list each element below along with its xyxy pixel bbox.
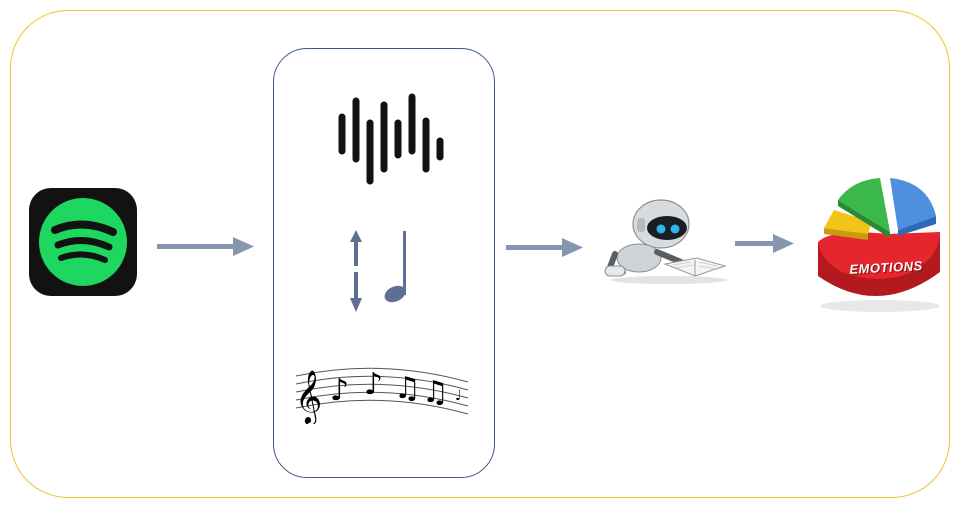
outer-frame [10,10,950,498]
music-staff-icon: 𝄞 ♪ ♪ ♫ ♫ ♩ [295,367,469,424]
reading-robot-icon [604,199,727,284]
svg-text:♫: ♫ [422,375,449,410]
waveform-icon [338,93,444,185]
spotify-icon [29,188,137,296]
svg-text:♪: ♪ [330,373,349,408]
arrow-right-icon [157,237,254,256]
arrow-right-icon [506,238,583,257]
arrow-right-icon [735,234,794,253]
svg-text:𝄞: 𝄞 [295,369,322,424]
emotions-pie-icon [818,178,940,312]
svg-text:♫: ♫ [394,371,421,406]
tempo-pitch-icon [350,230,406,312]
svg-text:♪: ♪ [364,367,383,402]
svg-text:♩: ♩ [455,388,462,404]
